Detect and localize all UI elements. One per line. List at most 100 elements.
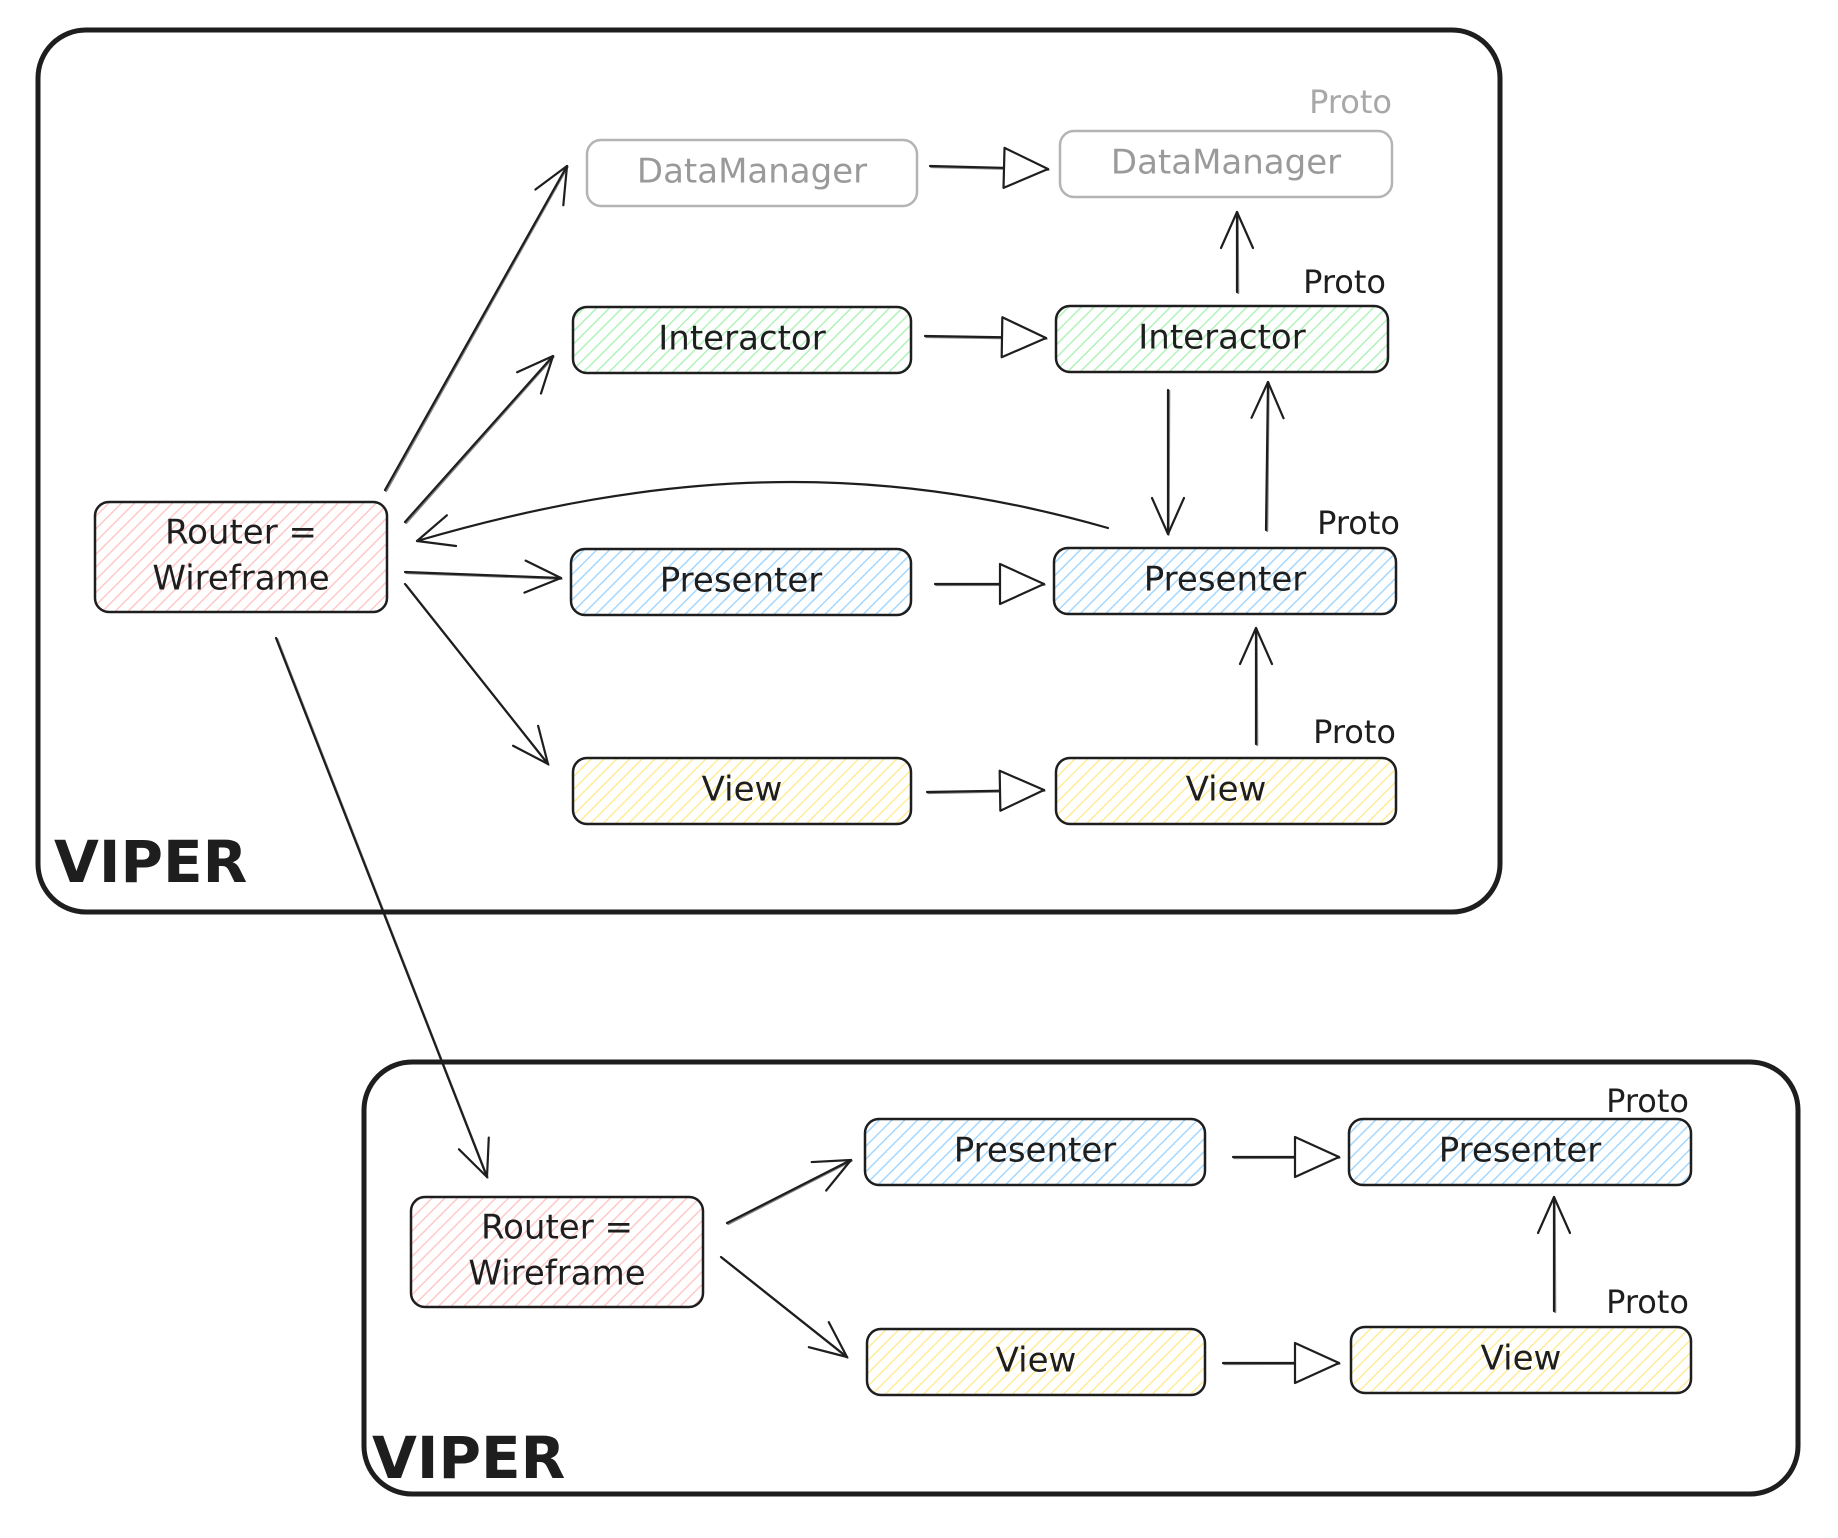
- edge-pres1p-to-router1: [415, 480, 1110, 548]
- edge-line-sketch: [385, 165, 569, 493]
- edge-router1-to-router2: [274, 636, 490, 1179]
- node-box-interactor: [571, 305, 913, 375]
- arrowhead-triangle: [1293, 1341, 1341, 1385]
- edge-pres2-to-pres2p: [1231, 1135, 1341, 1179]
- arrowhead-open: [415, 514, 458, 548]
- arrowhead-open: [1238, 626, 1274, 666]
- node-box-router: [93, 500, 389, 614]
- arrowhead-triangle: [1000, 316, 1048, 359]
- proto-tag: Proto: [1606, 1082, 1689, 1120]
- proto-tag: Proto: [1317, 504, 1400, 542]
- arrowhead-open: [1536, 1195, 1572, 1235]
- edge-pres1-to-pres1p: [933, 562, 1046, 606]
- node-box-presenter: [1347, 1117, 1693, 1187]
- node-label: View: [1186, 770, 1267, 810]
- node-label: Presenter: [1439, 1131, 1601, 1171]
- arrowhead-triangle: [998, 562, 1046, 606]
- node-dm1[interactable]: DataManager: [585, 138, 919, 208]
- edge-router1-to-dm1: [383, 164, 569, 493]
- node-label: Router =: [481, 1208, 633, 1248]
- edge-router1-to-int1: [403, 354, 555, 525]
- node-bg: [1060, 131, 1392, 197]
- arrowhead-open: [534, 164, 569, 207]
- edge-router2-to-pres2: [725, 1158, 853, 1226]
- node-view2p[interactable]: View Proto: [1349, 1283, 1693, 1395]
- node-pres2[interactable]: Presenter: [863, 1117, 1207, 1187]
- edge-line-sketch: [721, 1256, 849, 1359]
- node-box-presenter: [863, 1117, 1207, 1187]
- edge-view2p-to-pres2p: [1536, 1195, 1572, 1314]
- arrowhead-triangle: [1293, 1135, 1341, 1179]
- arrowhead-open: [457, 1136, 490, 1179]
- node-label: Interactor: [1138, 318, 1305, 358]
- edge-line-sketch: [276, 637, 489, 1179]
- edge-line-sketch: [1266, 381, 1270, 533]
- node-box-router: [409, 1195, 705, 1309]
- arrowhead-triangle: [1002, 146, 1050, 189]
- node-label: View: [702, 770, 783, 810]
- edge-router2-to-view2: [719, 1255, 849, 1359]
- node-label: Router =: [165, 513, 317, 553]
- viper-bottom-label: VIPER: [372, 1424, 565, 1492]
- node-view1[interactable]: View: [571, 756, 913, 826]
- arrowhead-open: [1250, 380, 1285, 420]
- edge-dm1-to-dm1p: [928, 146, 1050, 189]
- arrowhead-open: [1150, 496, 1186, 536]
- proto-tag: Proto: [1309, 83, 1392, 121]
- arrowhead-open: [511, 724, 550, 766]
- node-view1p[interactable]: View Proto: [1054, 713, 1398, 826]
- node-label: DataManager: [637, 152, 867, 192]
- node-pres1[interactable]: Presenter: [569, 547, 913, 617]
- group-frames: VIPER VIPER: [35, 27, 1801, 1497]
- node-label: View: [996, 1341, 1077, 1381]
- edge-line-sketch: [1236, 211, 1240, 295]
- node-label: Interactor: [658, 319, 825, 359]
- edge-int1p-to-dm1p: [1219, 210, 1255, 295]
- node-box-view: [1349, 1325, 1693, 1395]
- edge-line: [415, 480, 1110, 543]
- node-view2[interactable]: View: [865, 1327, 1207, 1397]
- node-router1[interactable]: Router = Wireframe: [93, 500, 389, 614]
- edge-line-sketch: [405, 571, 563, 580]
- edge-view2-to-view2p: [1221, 1341, 1341, 1385]
- edge-router1-to-pres1: [403, 559, 563, 594]
- edge-int1-to-int1p: [923, 316, 1048, 359]
- node-pres1p[interactable]: Presenter Proto: [1052, 504, 1400, 616]
- node-label: Presenter: [1144, 560, 1306, 600]
- arrowhead-open: [1219, 210, 1255, 250]
- node-label: Wireframe: [152, 559, 329, 599]
- node-box-view: [1054, 756, 1398, 826]
- node-int1[interactable]: Interactor: [571, 305, 913, 375]
- arrowhead-triangle: [998, 769, 1046, 812]
- edge-pres1p-to-int1p: [1250, 380, 1285, 533]
- node-label: DataManager: [1111, 143, 1341, 183]
- edge-line-sketch: [405, 355, 555, 525]
- node-label: Presenter: [660, 561, 822, 601]
- edge-int1p-to-pres1p: [1150, 388, 1186, 536]
- arrowhead-open: [523, 559, 563, 594]
- edge-router1-to-view1: [403, 582, 550, 766]
- edge-line-sketch: [1255, 627, 1259, 747]
- arrowhead-open: [807, 1320, 849, 1359]
- node-box-presenter: [569, 547, 913, 617]
- edge-line-sketch: [1553, 1196, 1557, 1314]
- node-label: Wireframe: [468, 1254, 645, 1294]
- node-box-datamanager: [585, 138, 919, 208]
- node-box-view: [571, 756, 913, 826]
- node-label: View: [1481, 1339, 1562, 1379]
- node-dm1p[interactable]: DataManager Proto: [1058, 83, 1394, 199]
- arrowhead-open: [516, 354, 555, 395]
- proto-tag: Proto: [1313, 713, 1396, 751]
- edge-line-sketch: [1167, 389, 1171, 536]
- edge-line-sketch: [727, 1159, 853, 1226]
- edge-view1-to-view1p: [925, 769, 1046, 812]
- node-box-datamanager: [1058, 129, 1394, 199]
- node-router2[interactable]: Router = Wireframe: [409, 1195, 705, 1309]
- node-label: Presenter: [954, 1131, 1116, 1171]
- proto-tag: Proto: [1606, 1283, 1689, 1321]
- viper-bottom-frame: [361, 1059, 1801, 1497]
